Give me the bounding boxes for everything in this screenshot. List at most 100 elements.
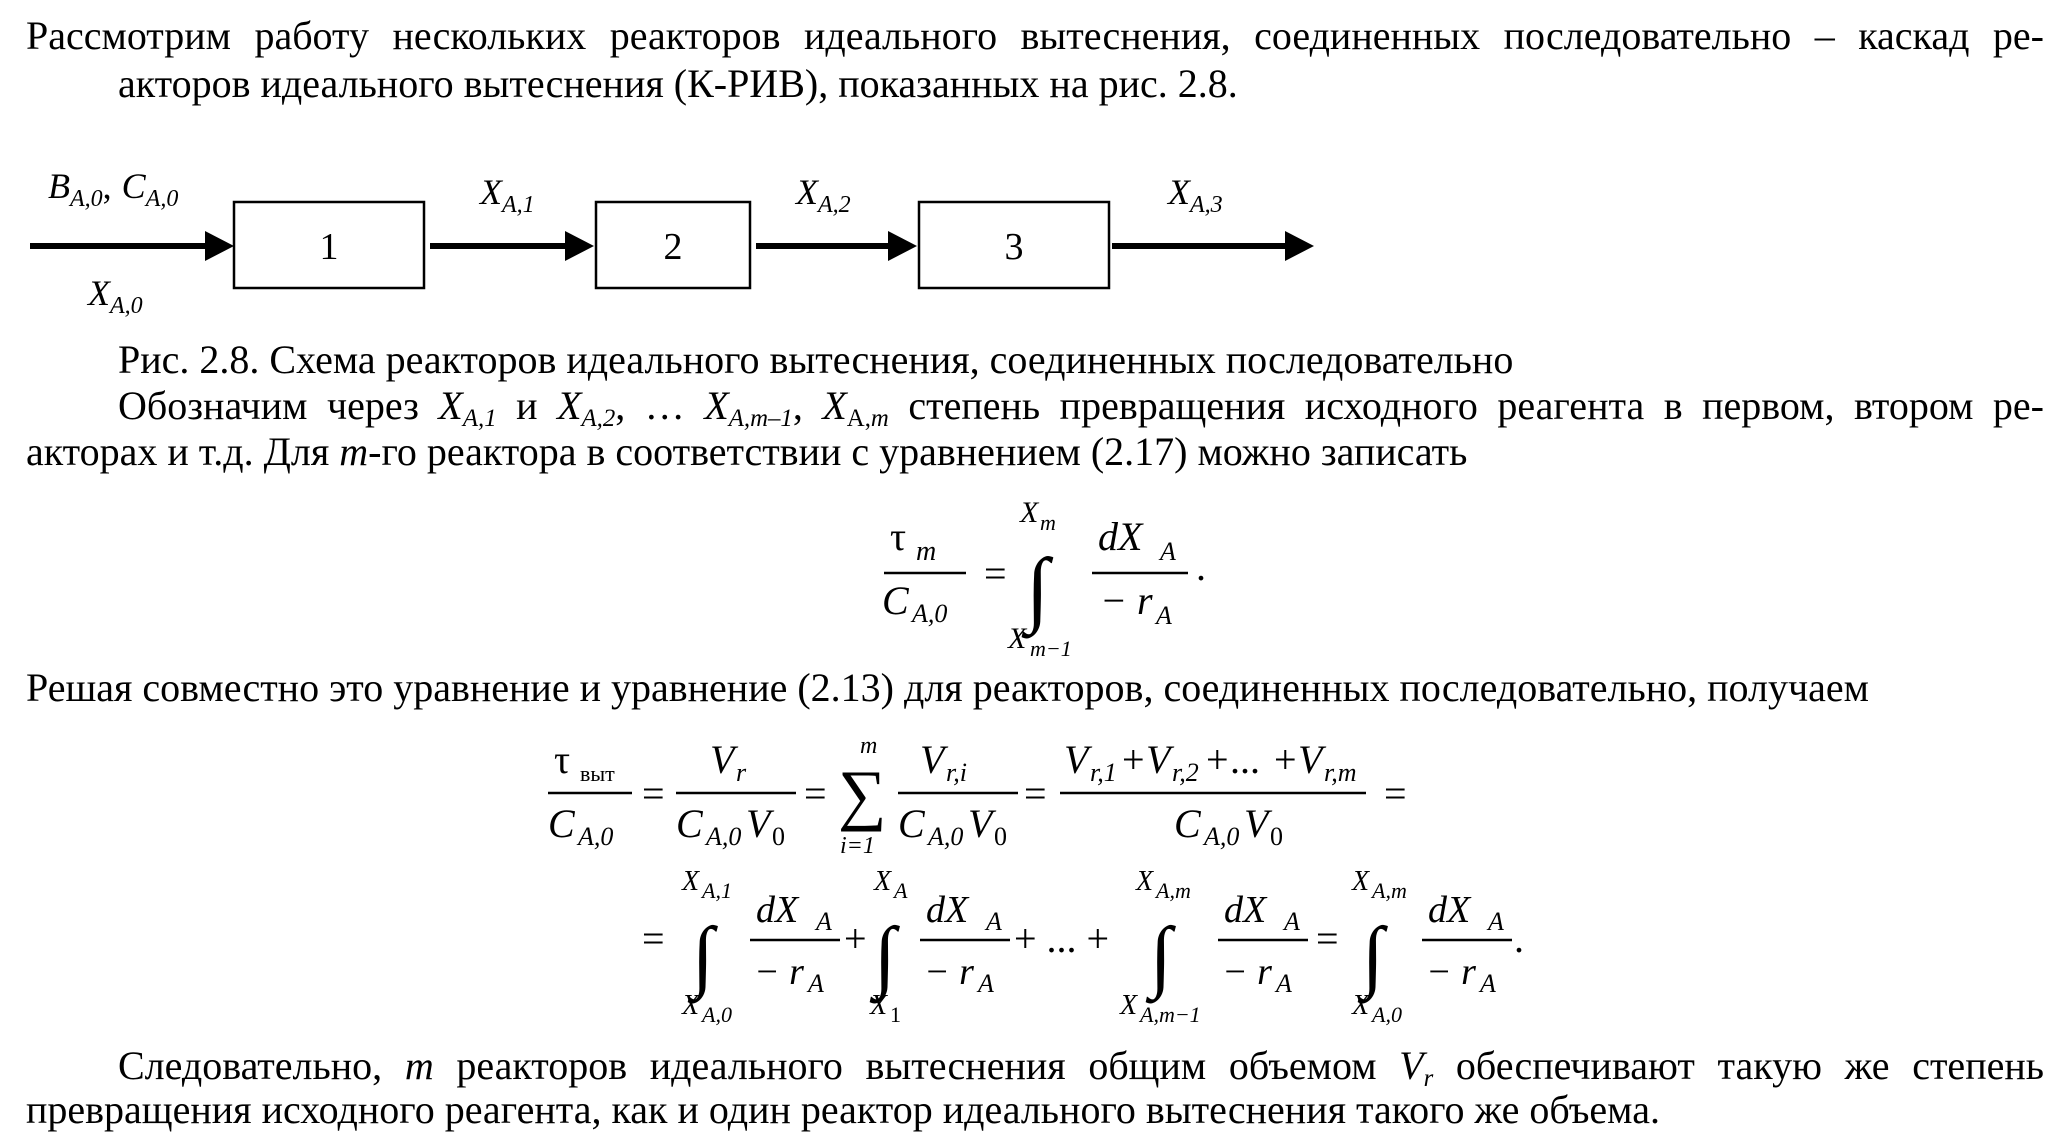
svg-text:X: X [1351, 866, 1370, 897]
paragraph-2-line-2: акторах и т.д. Для m-го реактора в соотв… [26, 429, 1468, 474]
flow-arrow-output [1112, 231, 1314, 261]
svg-text:A,0: A,0 [1202, 822, 1239, 851]
conclusion-line-2: превращения исходного реагента, как и од… [26, 1087, 1660, 1132]
intro-line-2: акторов идеального вытеснения (К-РИВ), п… [118, 61, 1238, 106]
svg-text:A,0: A,0 [910, 599, 947, 628]
reactor-box-1-label: 1 [320, 226, 339, 268]
svg-text:dX: dX [1428, 889, 1472, 931]
svg-text:m−1: m−1 [1030, 636, 1072, 660]
svg-text:=: = [642, 916, 665, 961]
reactor-box-1 [232, 200, 426, 290]
svg-text:C: C [898, 801, 926, 846]
reactor-cascade-diagram: BA,0,CA,0 XA,0 1 2 3 XA,1 [30, 166, 1314, 319]
svg-text:r: r [736, 758, 747, 787]
svg-text:V: V [1298, 737, 1327, 782]
svg-text:+: + [1274, 737, 1297, 782]
svg-text:+: + [1206, 737, 1229, 782]
svg-text:A: A [1274, 969, 1292, 998]
stream-label-1: XA,1 [478, 172, 535, 218]
svg-text:r,m: r,m [1324, 758, 1357, 787]
svg-text:A: A [892, 878, 908, 903]
svg-text:X: X [1135, 866, 1154, 897]
svg-text:∫: ∫ [1357, 912, 1389, 1004]
reactor-box-2-label: 2 [664, 226, 683, 268]
svg-text:X: X [681, 990, 700, 1021]
stream-label-2: XA,2 [794, 172, 851, 218]
svg-text:+: + [1122, 737, 1145, 782]
svg-text:0: 0 [772, 822, 785, 851]
svg-text:− r: − r [924, 951, 974, 993]
svg-text:.: . [1196, 544, 1206, 589]
svg-text:.: . [1514, 916, 1524, 961]
svg-text:m: m [1040, 510, 1056, 535]
reactor-box-3-label: 3 [1005, 226, 1024, 268]
svg-text:− r: − r [1426, 951, 1476, 993]
svg-text:...: ... [1230, 737, 1260, 782]
svg-text:A,0: A,0 [576, 822, 613, 851]
svg-text:X: X [1351, 990, 1370, 1021]
svg-text:A,0: A,0 [926, 822, 963, 851]
svg-text:A,m−1: A,m−1 [1138, 1002, 1201, 1027]
svg-text:A,m: A,m [1154, 878, 1191, 903]
svg-text:V: V [746, 801, 775, 846]
intro-line-1: Рассмотрим работу нескольких реакторов и… [26, 13, 2044, 58]
equation-total-residence-line-1: τ выт C A,0 = V r C A,0 V 0 = m ∑ i=1 V … [548, 733, 1407, 859]
svg-text:A,1: A,1 [700, 878, 732, 903]
svg-text:1: 1 [890, 1002, 901, 1027]
svg-text:∫: ∫ [1145, 912, 1177, 1004]
svg-text:=: = [1384, 771, 1407, 816]
svg-text:A: A [814, 907, 832, 936]
svg-text:C: C [676, 801, 704, 846]
svg-text:=: = [984, 551, 1007, 596]
svg-text:− r: − r [754, 951, 804, 993]
svg-text:V: V [1244, 801, 1273, 846]
figure-caption: Рис. 2.8. Схема реакторов идеального выт… [118, 337, 1514, 382]
svg-text:A,m: A,m [1370, 878, 1407, 903]
svg-text:m: m [916, 536, 936, 567]
conclusion-line-1: Следовательно, m реакторов идеального вы… [118, 1043, 2044, 1092]
svg-text:C: C [1174, 801, 1202, 846]
reactor-box-2 [594, 200, 752, 290]
svg-text:∑: ∑ [838, 756, 886, 832]
svg-text:A: A [1154, 601, 1172, 630]
svg-text:A: A [806, 969, 824, 998]
svg-text:∫: ∫ [687, 912, 719, 1004]
svg-text:− r: − r [1222, 951, 1272, 993]
svg-text:X: X [681, 866, 700, 897]
svg-text:dX: dX [926, 889, 970, 931]
svg-text:− r: − r [1100, 578, 1153, 623]
stream-label-3: XA,3 [1166, 172, 1223, 218]
svg-text:X: X [869, 990, 888, 1021]
reactor-box-3 [917, 200, 1111, 290]
svg-text:0: 0 [994, 822, 1007, 851]
paragraph-2-line-1: Обозначим через XA,1 и XA,2, … XA,m–1, X… [118, 383, 2044, 432]
svg-text:+ ... +: + ... + [1014, 916, 1109, 961]
svg-text:∫: ∫ [869, 912, 901, 1004]
svg-text:V: V [920, 737, 949, 782]
svg-text:V: V [1146, 737, 1175, 782]
flow-arrow-input [30, 231, 234, 261]
svg-text:X: X [1007, 622, 1028, 655]
svg-text:i=1: i=1 [840, 833, 875, 859]
integral-sign: ∫ [1021, 542, 1054, 639]
svg-text:A: A [1478, 969, 1496, 998]
svg-text:A: A [976, 969, 994, 998]
svg-text:A,0: A,0 [704, 822, 741, 851]
svg-text:X: X [1119, 990, 1138, 1021]
equation-total-residence-line-2: = X A,1 ∫ X A,0 dX A − r A + X A ∫ X 1 d… [642, 866, 1524, 1027]
svg-text:V: V [710, 737, 739, 782]
svg-text:τ: τ [554, 737, 570, 782]
svg-text:C: C [882, 578, 910, 623]
svg-text:dX: dX [756, 889, 800, 931]
svg-text:r,2: r,2 [1172, 758, 1199, 787]
svg-text:=: = [642, 771, 665, 816]
svg-text:X: X [873, 866, 892, 897]
flow-arrow-2-3 [756, 231, 917, 261]
svg-text:C: C [548, 801, 576, 846]
svg-text:τ: τ [890, 514, 906, 559]
svg-text:r,i: r,i [946, 758, 967, 787]
svg-text:A: A [1486, 907, 1504, 936]
svg-text:V: V [968, 801, 997, 846]
input-conversion-label: XA,0 [86, 273, 143, 319]
